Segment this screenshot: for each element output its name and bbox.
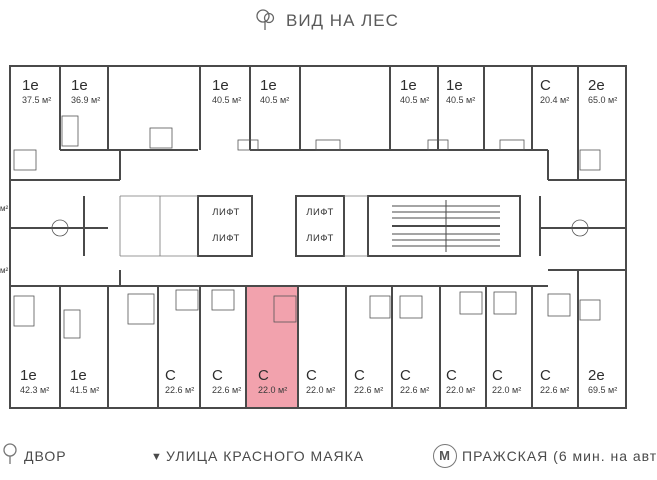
- lift-label: ЛИФТ: [306, 207, 334, 218]
- apartment-area: 36.9 м²: [71, 95, 101, 105]
- apartment-type: С: [212, 367, 223, 384]
- apartment-type: С: [492, 367, 503, 384]
- tree-icon: [3, 443, 17, 464]
- edge-area-label: м²: [0, 204, 9, 213]
- apartment-label[interactable]: 1е 37.5 м²: [22, 78, 66, 106]
- apartment-label-highlighted[interactable]: С 22.0 м²: [258, 368, 302, 396]
- apartment-label[interactable]: 1е 40.5 м²: [212, 78, 256, 106]
- apartment-label[interactable]: С 22.6 м²: [212, 368, 256, 396]
- apartment-type: С: [258, 367, 269, 384]
- apartment-area: 41.5 м²: [70, 385, 100, 395]
- triangle-down-icon: ▼: [151, 451, 163, 463]
- apartment-area: 40.5 м²: [446, 95, 476, 105]
- apartment-area: 42.3 м²: [20, 385, 50, 395]
- metro-label: ПРАЖСКАЯ (6 мин. на авт: [462, 448, 657, 464]
- apartment-area: 37.5 м²: [22, 95, 52, 105]
- metro-icon: М: [433, 444, 457, 468]
- plan-footer: ДВОР ▼ УЛИЦА КРАСНОГО МАЯКА М ПРАЖСКАЯ (…: [0, 442, 656, 472]
- apartment-type: 1е: [212, 77, 229, 94]
- apartment-label[interactable]: С 22.0 м²: [446, 368, 490, 396]
- apartment-type: 1е: [20, 367, 37, 384]
- apartment-type: 1е: [70, 367, 87, 384]
- apartment-area: 22.6 м²: [540, 385, 570, 395]
- lift-label: ЛИФТ: [306, 233, 334, 244]
- apartment-label[interactable]: С 20.4 м²: [540, 78, 584, 106]
- apartment-area: 69.5 м²: [588, 385, 618, 395]
- view-header: ВИД НА ЛЕС: [0, 6, 640, 34]
- apartment-type: 1е: [400, 77, 417, 94]
- apartment-label[interactable]: 1е 36.9 м²: [71, 78, 115, 106]
- apartment-label[interactable]: С 22.6 м²: [165, 368, 209, 396]
- apartment-label[interactable]: 1е 40.5 м²: [446, 78, 490, 106]
- apartment-type: 1е: [71, 77, 88, 94]
- apartment-label[interactable]: С 22.6 м²: [400, 368, 444, 396]
- edge-area-label: м²: [0, 266, 9, 275]
- apartment-area: 65.0 м²: [588, 95, 618, 105]
- apartment-label[interactable]: С 22.6 м²: [540, 368, 584, 396]
- apartment-area: 22.0 м²: [258, 385, 288, 395]
- lift-label: ЛИФТ: [212, 207, 240, 218]
- apartment-type: 2е: [588, 77, 605, 94]
- apartment-type: С: [540, 367, 551, 384]
- apartment-label[interactable]: 1е 40.5 м²: [400, 78, 444, 106]
- apartment-label[interactable]: 1е 42.3 м²: [20, 368, 64, 396]
- apartment-area: 20.4 м²: [540, 95, 570, 105]
- apartment-area: 22.0 м²: [446, 385, 476, 395]
- yard-label: ДВОР: [24, 448, 67, 464]
- apartment-label[interactable]: С 22.0 м²: [306, 368, 350, 396]
- floor-plan: [9, 65, 627, 409]
- apartment-label[interactable]: 2е 65.0 м²: [588, 78, 632, 106]
- apartment-type: С: [400, 367, 411, 384]
- apartment-type: С: [306, 367, 317, 384]
- apartment-label[interactable]: 1е 40.5 м²: [260, 78, 304, 106]
- apartment-area: 22.6 м²: [400, 385, 430, 395]
- apartment-area: 40.5 м²: [212, 95, 242, 105]
- apartment-type: С: [165, 367, 176, 384]
- apartment-area: 40.5 м²: [260, 95, 290, 105]
- apartment-area: 40.5 м²: [400, 95, 430, 105]
- apartment-area: 22.6 м²: [354, 385, 384, 395]
- apartment-type: С: [446, 367, 457, 384]
- apartment-type: С: [540, 77, 551, 94]
- apartment-type: 2е: [588, 367, 605, 384]
- apartment-area: 22.6 м²: [165, 385, 195, 395]
- apartment-label[interactable]: 1е 41.5 м²: [70, 368, 114, 396]
- tree-icon: [256, 9, 275, 30]
- lift-label: ЛИФТ: [212, 233, 240, 244]
- street-label: УЛИЦА КРАСНОГО МАЯКА: [166, 448, 365, 464]
- apartment-label[interactable]: 2е 69.5 м²: [588, 368, 632, 396]
- view-label: ВИД НА ЛЕС: [286, 11, 399, 30]
- apartment-type: С: [354, 367, 365, 384]
- apartment-area: 22.0 м²: [306, 385, 336, 395]
- apartment-area: 22.0 м²: [492, 385, 522, 395]
- apartment-label[interactable]: С 22.6 м²: [354, 368, 398, 396]
- apartment-type: 1е: [22, 77, 39, 94]
- apartment-label[interactable]: С 22.0 м²: [492, 368, 536, 396]
- apartment-area: 22.6 м²: [212, 385, 242, 395]
- apartment-type: 1е: [446, 77, 463, 94]
- apartment-type: 1е: [260, 77, 277, 94]
